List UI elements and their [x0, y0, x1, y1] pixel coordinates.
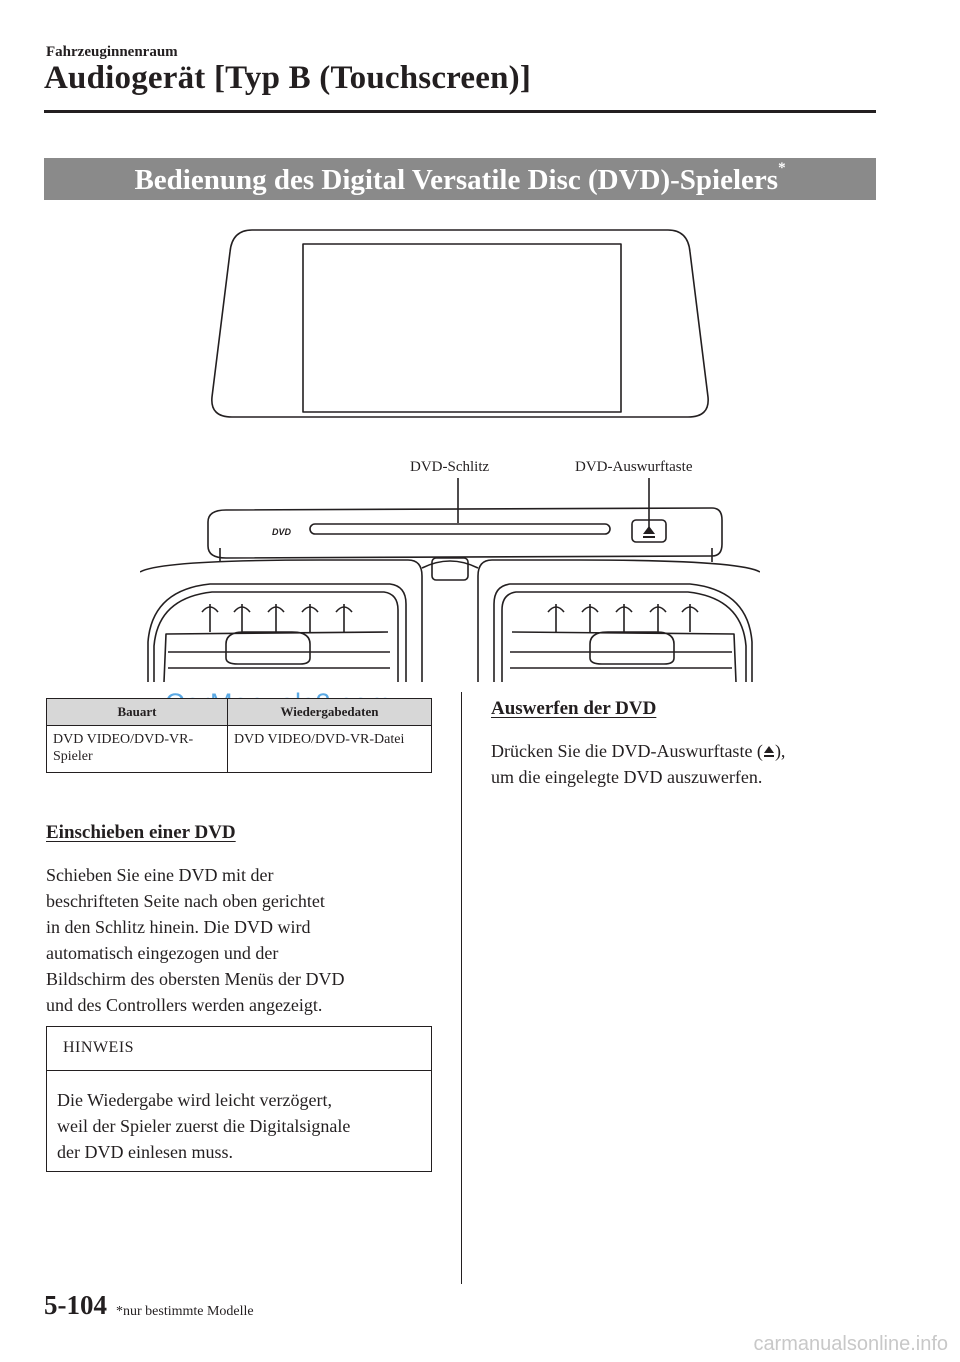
insert-dvd-paragraph: Schieben Sie eine DVD mit der beschrifte…: [46, 862, 436, 1018]
page-number: 5-104: [44, 1290, 107, 1320]
section-label: Fahrzeuginnenraum: [46, 44, 178, 60]
left-air-vent: [147, 583, 407, 682]
chapter-title: Audiogerät [Typ B (Touchscreen)]: [44, 60, 532, 96]
banner-title: Bedienung des Digital Versatile Disc (DV…: [134, 164, 779, 196]
eject-text-end: ),: [774, 741, 786, 761]
insert-dvd-heading: Einschieben einer DVD: [46, 822, 236, 843]
note-line: Die Wiedergabe wird leicht verzögert,: [57, 1090, 332, 1110]
note-line: der DVD einlesen muss.: [57, 1142, 233, 1162]
display-screen: [302, 243, 622, 413]
paragraph-line: beschrifteten Seite nach oben gerichtet: [46, 891, 325, 911]
section-banner: Bedienung des Digital Versatile Disc (DV…: [44, 158, 876, 200]
footnote: *nur bestimmte Modelle: [116, 1304, 254, 1319]
display-housing: [211, 229, 709, 418]
paragraph-line: Drücken Sie die DVD-Auswurftaste (),: [491, 738, 891, 764]
slot-callout: DVD-Schlitz: [410, 459, 489, 475]
paragraph-line: Schieben Sie eine DVD mit der: [46, 865, 274, 885]
dvd-slot: [309, 523, 611, 535]
paragraph-line: um die eingelegte DVD auszuwerfen.: [491, 767, 763, 787]
dvd-logo: DVD: [272, 527, 292, 537]
table-header-data: Wiedergabedaten: [226, 698, 433, 726]
paragraph-line: und des Controllers werden angezeigt.: [46, 995, 323, 1015]
note-header: HINWEIS: [47, 1027, 431, 1071]
dvd-player-illustration: DVD DVD-Schlitz DVD-Auswurftaste: [140, 229, 760, 682]
note-body: Die Wiedergabe wird leicht verzögert, we…: [57, 1087, 429, 1165]
table-cell-data: DVD VIDEO/DVD-VR-Datei: [226, 725, 433, 773]
paragraph-line: in den Schlitz hinein. Die DVD wird: [46, 917, 311, 937]
eject-dvd-paragraph: Drücken Sie die DVD-Auswurftaste (), um …: [491, 738, 891, 790]
note-line: weil der Spieler zuerst die Digitalsigna…: [57, 1116, 351, 1136]
eject-text-start: Drücken Sie die DVD-Auswurftaste (: [491, 741, 763, 761]
note-box: HINWEIS Die Wiedergabe wird leicht verzö…: [46, 1026, 432, 1172]
banner-marker: *: [778, 160, 786, 176]
eject-dvd-heading: Auswerfen der DVD: [491, 698, 657, 719]
chapter-rule: [44, 110, 876, 113]
note-title: HINWEIS: [63, 1039, 135, 1056]
table-row: DVD VIDEO/DVD-VR-Spieler DVD VIDEO/DVD-V…: [46, 725, 433, 773]
spec-table: Bauart Wiedergabedaten DVD VIDEO/DVD-VR-…: [46, 698, 433, 773]
column-divider: [461, 692, 462, 1284]
right-air-vent: [493, 583, 753, 682]
eject-icon: [763, 746, 774, 757]
table-cell-type: DVD VIDEO/DVD-VR-Spieler: [46, 725, 228, 773]
eject-callout: DVD-Auswurftaste: [575, 459, 693, 475]
paragraph-line: Bildschirm des obersten Menüs der DVD: [46, 969, 345, 989]
dvd-eject-button: [631, 519, 667, 543]
table-header-row: Bauart Wiedergabedaten: [46, 698, 433, 726]
eject-icon: [643, 526, 655, 538]
table-header-type: Bauart: [46, 698, 228, 726]
paragraph-line: automatisch eingezogen und der: [46, 943, 279, 963]
site-watermark: carmanualsonline.info: [753, 1333, 948, 1355]
